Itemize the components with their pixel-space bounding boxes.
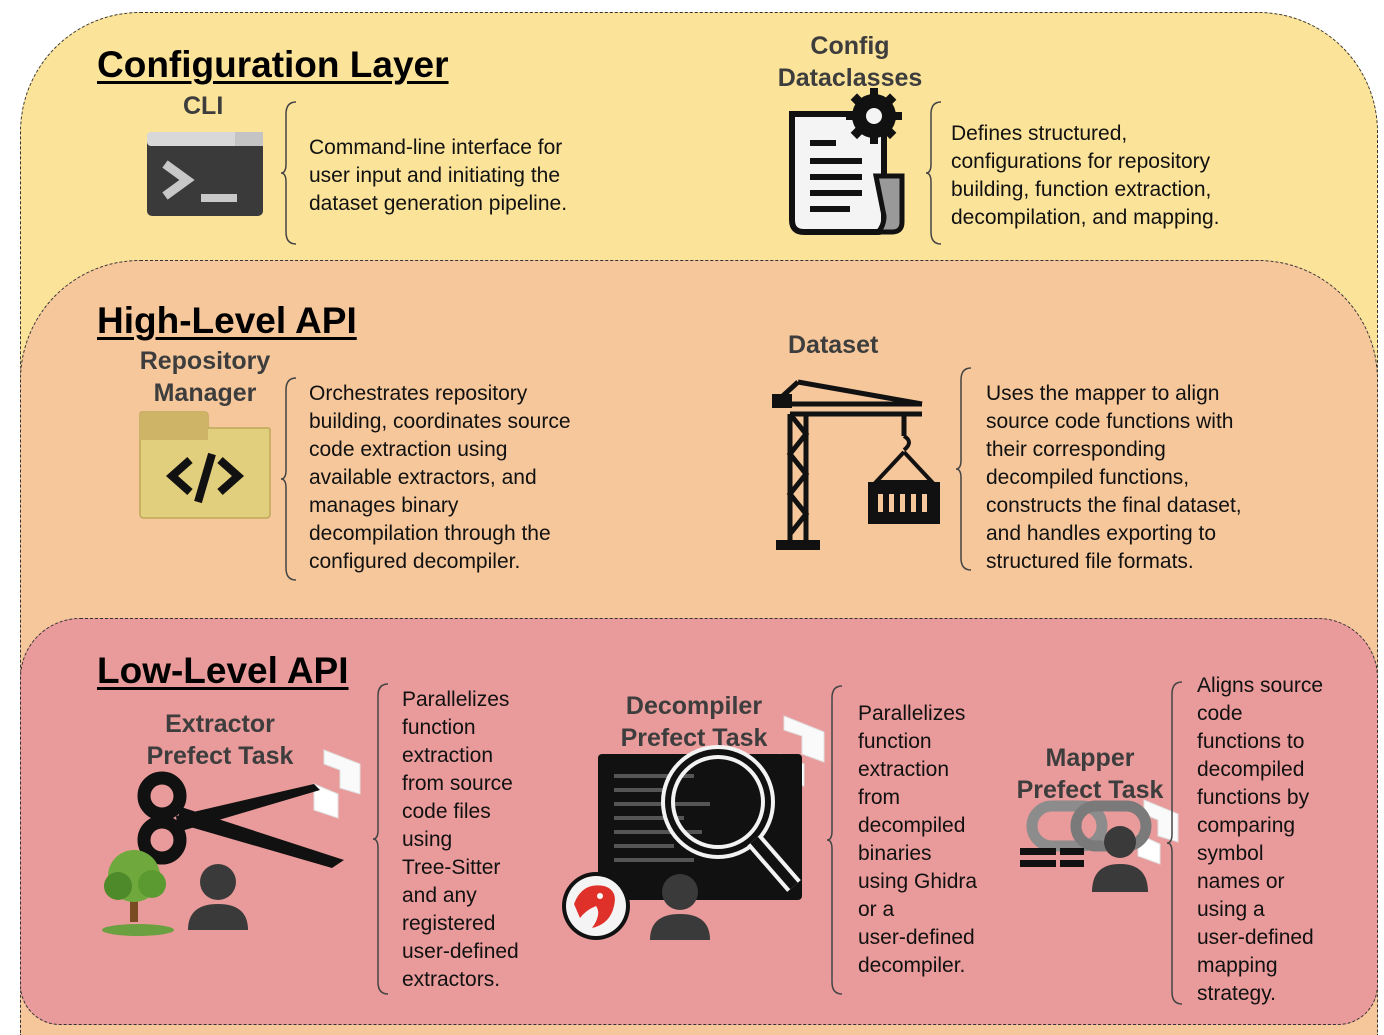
- user-icon: [188, 864, 248, 930]
- repository-manager-description: Orchestrates repository building, coordi…: [309, 382, 571, 573]
- scissors-tree-user-icon: [100, 748, 362, 943]
- decompiler-description: Parallelizes function extraction from de…: [858, 702, 978, 977]
- config-document-gear-icon: [784, 86, 914, 243]
- extractor-brace: [372, 683, 389, 995]
- terminal-icon: [145, 130, 265, 223]
- ghidra-logo-icon: [562, 872, 630, 940]
- cli-brace: [280, 101, 297, 245]
- repository-manager-brace: [280, 377, 297, 581]
- decompiler-brace: [826, 685, 843, 995]
- chain-link-user-icon: [1016, 798, 1184, 901]
- cli-label: CLI: [183, 92, 224, 120]
- mapper-label: Mapper Prefect Task: [1016, 744, 1164, 804]
- decompiler-label: Decompiler Prefect Task: [620, 692, 768, 752]
- cli-description: Command-line interface for user input an…: [309, 136, 568, 215]
- monitor-magnifier-ghidra-icon: [558, 714, 828, 949]
- configuration-layer-title: Configuration Layer: [97, 44, 449, 85]
- dataset-brace: [955, 367, 972, 571]
- low-level-api-title: Low-Level API: [97, 650, 349, 691]
- repository-manager-label: Repository Manager: [139, 347, 271, 407]
- extractor-label: Extractor Prefect Task: [146, 710, 294, 770]
- config-dataclasses-brace: [925, 101, 942, 245]
- dataset-label: Dataset: [788, 331, 879, 359]
- config-dataclasses-description: Defines structured, configurations for r…: [951, 122, 1220, 229]
- mapper-brace: [1166, 681, 1183, 1005]
- tree-icon: [102, 850, 174, 936]
- crane-container-icon: [770, 376, 946, 559]
- high-level-api-title: High-Level API: [97, 300, 357, 341]
- mapper-description: Aligns source code functions to decompil…: [1197, 674, 1324, 1005]
- user-icon: [1092, 826, 1148, 892]
- prefect-logo-icon: [313, 749, 361, 819]
- user-icon: [650, 874, 710, 940]
- config-dataclasses-label: Config Dataclasses: [777, 32, 923, 92]
- extractor-description: Parallelizes function extraction from so…: [402, 688, 519, 991]
- dataset-description: Uses the mapper to align source code fun…: [986, 382, 1242, 573]
- code-folder-icon: [138, 410, 272, 525]
